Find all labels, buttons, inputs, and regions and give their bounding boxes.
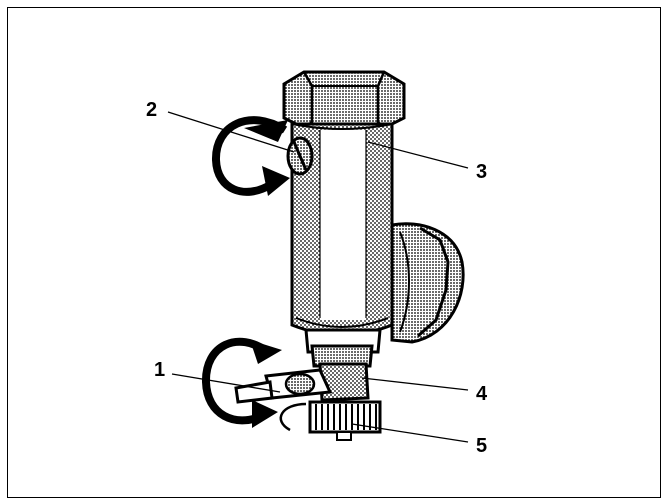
lower-neck [304,328,382,368]
callout-5: 5 [476,435,487,457]
callout-1: 1 [154,359,165,381]
leader-lines [167,111,469,443]
side-outlet-nut [390,222,465,344]
drain-tap [234,362,370,404]
top-hex-nut [282,70,406,130]
callout-2: 2 [146,99,157,121]
callout-3: 3 [476,161,487,183]
callout-4: 4 [476,383,488,405]
vent-screw [286,136,314,176]
rotate-arrow-icon [201,337,282,428]
knurled-cap [279,400,382,441]
valve-body [290,122,394,337]
rotate-arrow-icon [211,116,290,196]
